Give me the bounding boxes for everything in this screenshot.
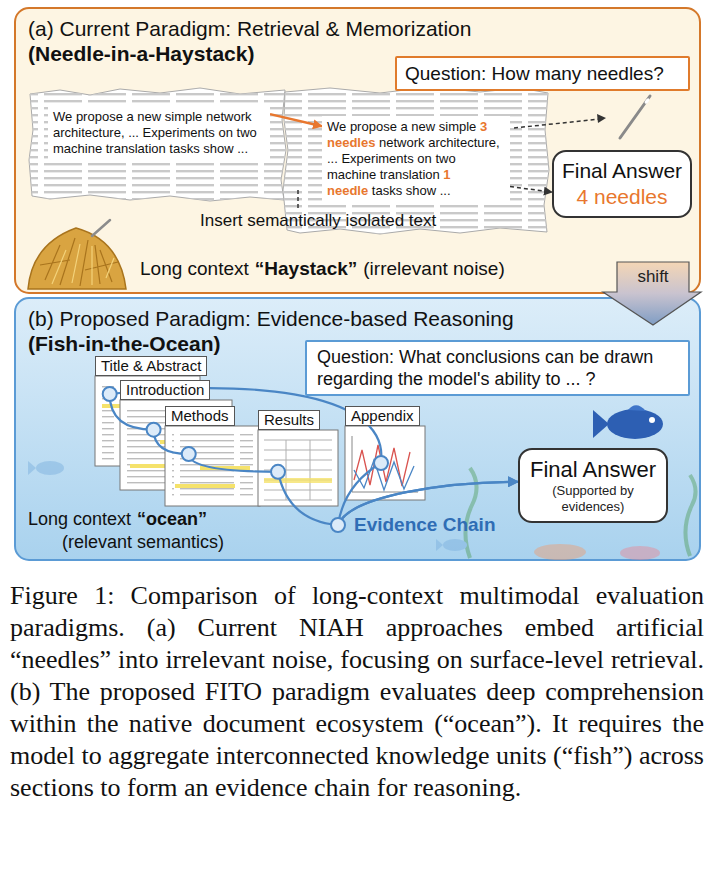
ocean-decoration xyxy=(620,546,660,560)
insert-arrow xyxy=(270,114,322,126)
panel-a-frame xyxy=(15,8,700,293)
needle-icon xyxy=(620,96,650,138)
torn-paper xyxy=(29,87,549,234)
haystack-icon xyxy=(28,228,126,289)
fish-icon xyxy=(628,405,646,411)
insert-leader xyxy=(298,190,299,208)
haystack-icon xyxy=(92,220,110,236)
needle-icon xyxy=(620,96,650,138)
label-row: Insert semantically isolated text xyxy=(200,211,436,231)
section-tab: Introduction xyxy=(120,380,210,400)
annotation: Insert semantically isolated text xyxy=(200,211,436,231)
final-answer-box: Final Answer4 needles xyxy=(552,150,692,218)
evidence-link xyxy=(189,454,278,472)
answer-arrow xyxy=(510,187,552,193)
section-tab: Results xyxy=(258,410,320,430)
panel-title: (a) Current Paradigm: Retrieval & Memori… xyxy=(28,16,687,41)
figure-caption: Figure 1: Comparison of long-context mul… xyxy=(10,580,704,804)
shift-arrow xyxy=(603,262,701,325)
panel-b-frame xyxy=(15,298,700,560)
document-pages xyxy=(264,440,332,500)
evidence-node xyxy=(103,387,117,401)
label-row: Long context “Haystack” (irrelevant noise) xyxy=(140,258,505,280)
panel-title: (b) Proposed Paradigm: Evidence-based Re… xyxy=(28,306,687,331)
panel-a-frame xyxy=(15,8,700,293)
haystack-icon xyxy=(28,220,126,289)
snippet-text: We propose a new simple xyxy=(327,119,476,134)
haystack-icon xyxy=(40,238,118,286)
answer-note: (Supported by evidences) xyxy=(524,483,662,515)
context-label: (irrelevant noise) xyxy=(363,258,505,280)
evidence-node xyxy=(182,447,196,461)
context-label: (relevant semantics) xyxy=(62,532,224,553)
haystack-icon xyxy=(52,244,114,285)
torn-paper xyxy=(29,88,286,201)
evidence-node xyxy=(147,423,161,437)
fish-icon xyxy=(593,410,609,438)
label-row: (relevant semantics) xyxy=(62,532,224,553)
final-answer-box: Final Answer(Supported by evidences) xyxy=(518,448,668,523)
section-tab: Appendix xyxy=(345,406,420,426)
needle-leader xyxy=(514,119,600,128)
context-label: Long context xyxy=(140,258,249,280)
section-tab: Methods xyxy=(165,406,235,426)
ocean-decoration xyxy=(685,475,695,556)
panel-b-frame xyxy=(15,298,700,560)
context-label: “ocean” xyxy=(137,509,207,530)
needle-leader xyxy=(514,114,606,128)
question-text: Question: What conclusions can be drawn … xyxy=(317,346,678,390)
needle-leader xyxy=(597,114,606,123)
ocean-decoration xyxy=(28,461,36,475)
ocean-decoration xyxy=(36,461,64,475)
document-page: Appendix xyxy=(345,426,425,500)
document-pages xyxy=(345,426,425,500)
fish-icon xyxy=(593,405,663,439)
context-label: Long context xyxy=(28,509,131,530)
document-page: Results xyxy=(258,430,338,506)
chain-label: Evidence Chain xyxy=(354,514,496,536)
snippet-text: tasks show ... xyxy=(372,183,451,198)
section-tab: Title & Abstract xyxy=(95,356,207,376)
context-label: “Haystack” xyxy=(255,258,357,280)
evidence-node xyxy=(331,518,345,532)
ocean-decoration xyxy=(436,539,443,551)
text-snippet: We propose a new simple network architec… xyxy=(48,106,270,160)
label-row: Long context “ocean” xyxy=(28,509,207,530)
document-pages xyxy=(352,436,418,492)
edge-label: shift xyxy=(637,267,668,287)
document-pages xyxy=(175,484,235,488)
evidence-node xyxy=(271,465,285,479)
ocean-decoration xyxy=(443,539,467,551)
torn-paper xyxy=(29,88,286,201)
question-text: Question: How many needles? xyxy=(405,62,680,85)
document-pages xyxy=(165,426,260,506)
ocean-decoration xyxy=(465,468,476,558)
fish-icon xyxy=(607,409,663,439)
needle-icon xyxy=(644,97,650,104)
ocean-decoration xyxy=(534,544,586,560)
answer-heading: Final Answer xyxy=(558,158,686,184)
question-box: Question: What conclusions can be drawn … xyxy=(305,340,690,396)
document-pages xyxy=(172,433,253,499)
snippet-text: We propose a new simple network architec… xyxy=(53,109,265,157)
insert-leader xyxy=(297,190,299,208)
paradigm-panel: (a) Current Paradigm: Retrieval & Memori… xyxy=(15,8,700,293)
answer-value: 4 needles xyxy=(558,184,686,210)
question-box: Question: How many needles? xyxy=(395,56,690,91)
answer-heading: Final Answer xyxy=(524,456,662,483)
document-pages xyxy=(258,430,338,506)
needle-snippet: We propose a new simple3 needlesnetwork … xyxy=(322,116,510,202)
label-row: Evidence Chain xyxy=(354,514,496,536)
fish-icon xyxy=(649,417,655,423)
evidence-node xyxy=(374,456,388,470)
document-page: Methods xyxy=(165,426,260,506)
